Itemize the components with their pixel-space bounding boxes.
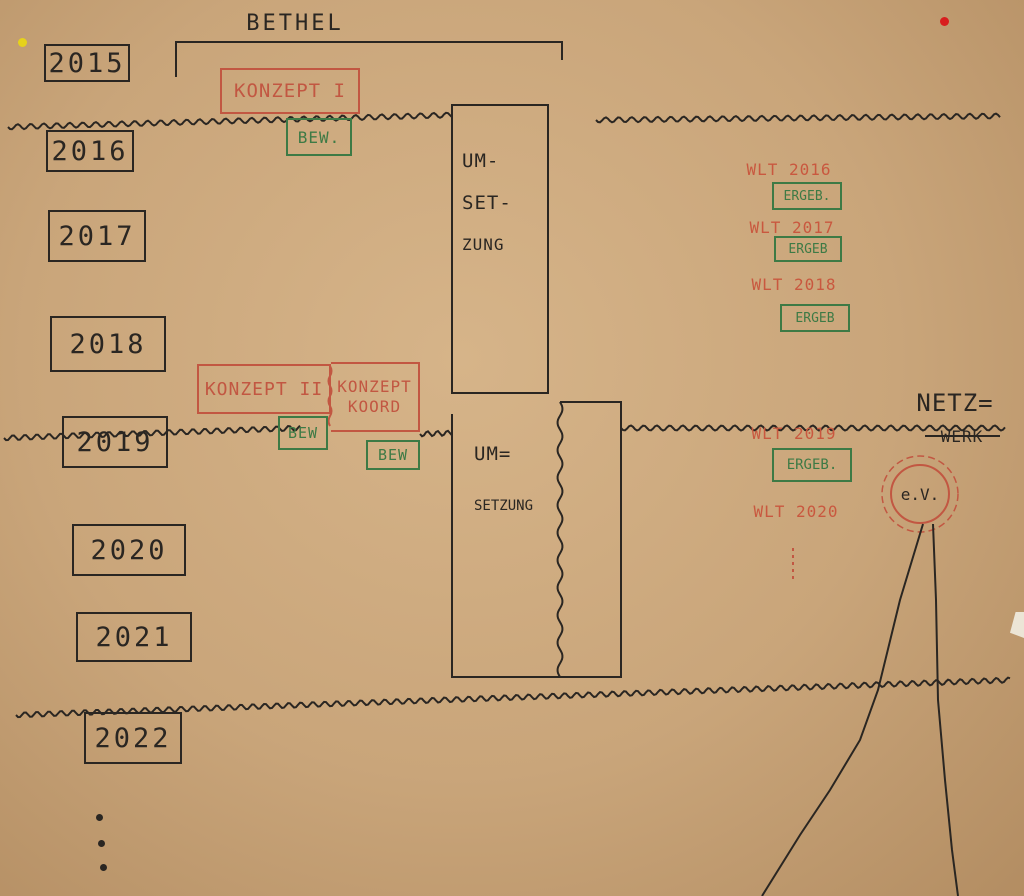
bethel-bracket bbox=[175, 41, 563, 77]
wlt-2019-label: WLT 2019 bbox=[751, 423, 837, 443]
umsetzung-2-line1: UM= bbox=[474, 443, 512, 465]
konzept-koord-line1: KONZEPT bbox=[337, 377, 412, 396]
umsetzung-1-line3: ZUNG bbox=[462, 235, 505, 254]
umsetzung-box-1 bbox=[451, 104, 549, 394]
konzept-2-box: KONZEPT II bbox=[197, 364, 331, 414]
bew-box-2019-b: BEW bbox=[366, 440, 420, 470]
network-line-right bbox=[932, 523, 959, 896]
continuation-dot bbox=[98, 840, 105, 847]
network-line-left bbox=[761, 523, 924, 896]
umsetzung-2-line2: SETZUNG bbox=[474, 498, 534, 514]
wavy-separator-2019-right bbox=[620, 424, 1006, 432]
ev-label: e.V. bbox=[900, 484, 940, 504]
konzept-koord-line2: KOORD bbox=[347, 397, 402, 416]
year-box-2019: 2019 bbox=[62, 416, 168, 468]
ergeb-box-2017: ERGEB bbox=[774, 236, 842, 262]
year-box-2018: 2018 bbox=[50, 316, 166, 372]
wavy-separator-2022 bbox=[15, 676, 1011, 719]
netzwerk-line2: WERK bbox=[940, 426, 984, 446]
wavy-separator-2019 bbox=[3, 425, 301, 442]
continuation-dot bbox=[96, 814, 103, 821]
wavy-separator-2016-right bbox=[595, 112, 1001, 124]
bew-box-2016: BEW. bbox=[286, 118, 352, 156]
ergeb-box-2019: ERGEB. bbox=[772, 448, 852, 482]
red-pin bbox=[940, 17, 949, 26]
wlt-2020-label: WLT 2020 bbox=[753, 501, 839, 521]
wlt-2017-label: WLT 2017 bbox=[749, 217, 835, 237]
wavy-separator-2019-mid bbox=[419, 429, 453, 438]
year-box-2021: 2021 bbox=[76, 612, 192, 662]
continuation-dot bbox=[100, 864, 107, 871]
bew-box-2019-a: BEW bbox=[278, 416, 328, 450]
umsetzung-1-line1: UM- bbox=[462, 150, 500, 172]
year-box-2022: 2022 bbox=[84, 712, 182, 764]
year-box-2015: 2015 bbox=[44, 44, 130, 82]
wavy-separator-2016 bbox=[7, 111, 453, 131]
wlt-2018-label: WLT 2018 bbox=[751, 274, 837, 294]
ergeb-box-2016: ERGEB. bbox=[772, 182, 842, 210]
wlt-2016-label: WLT 2016 bbox=[746, 159, 832, 179]
umsetzung-1-line2: SET- bbox=[462, 192, 512, 214]
bethel-label: BETHEL bbox=[246, 10, 344, 36]
yellow-pin bbox=[18, 38, 27, 47]
year-box-2017: 2017 bbox=[48, 210, 146, 262]
umsetzung-wavy-divider bbox=[556, 401, 564, 678]
netzwerk-line1: NETZ= bbox=[916, 389, 994, 417]
konzept-koord-box: KONZEPT KOORD bbox=[331, 362, 420, 432]
umsetzung-box-2 bbox=[451, 401, 622, 678]
umsetzung-1-text: UM- SET- ZUNG bbox=[456, 138, 536, 268]
year-box-2020: 2020 bbox=[72, 524, 186, 576]
year-box-2016: 2016 bbox=[46, 130, 134, 172]
ev-circle-inner bbox=[890, 464, 950, 524]
umsetzung-2-text: UM= SETZUNG bbox=[474, 440, 574, 520]
konzept-1-box: KONZEPT I bbox=[220, 68, 360, 114]
ergeb-box-2018: ERGEB bbox=[780, 304, 850, 332]
